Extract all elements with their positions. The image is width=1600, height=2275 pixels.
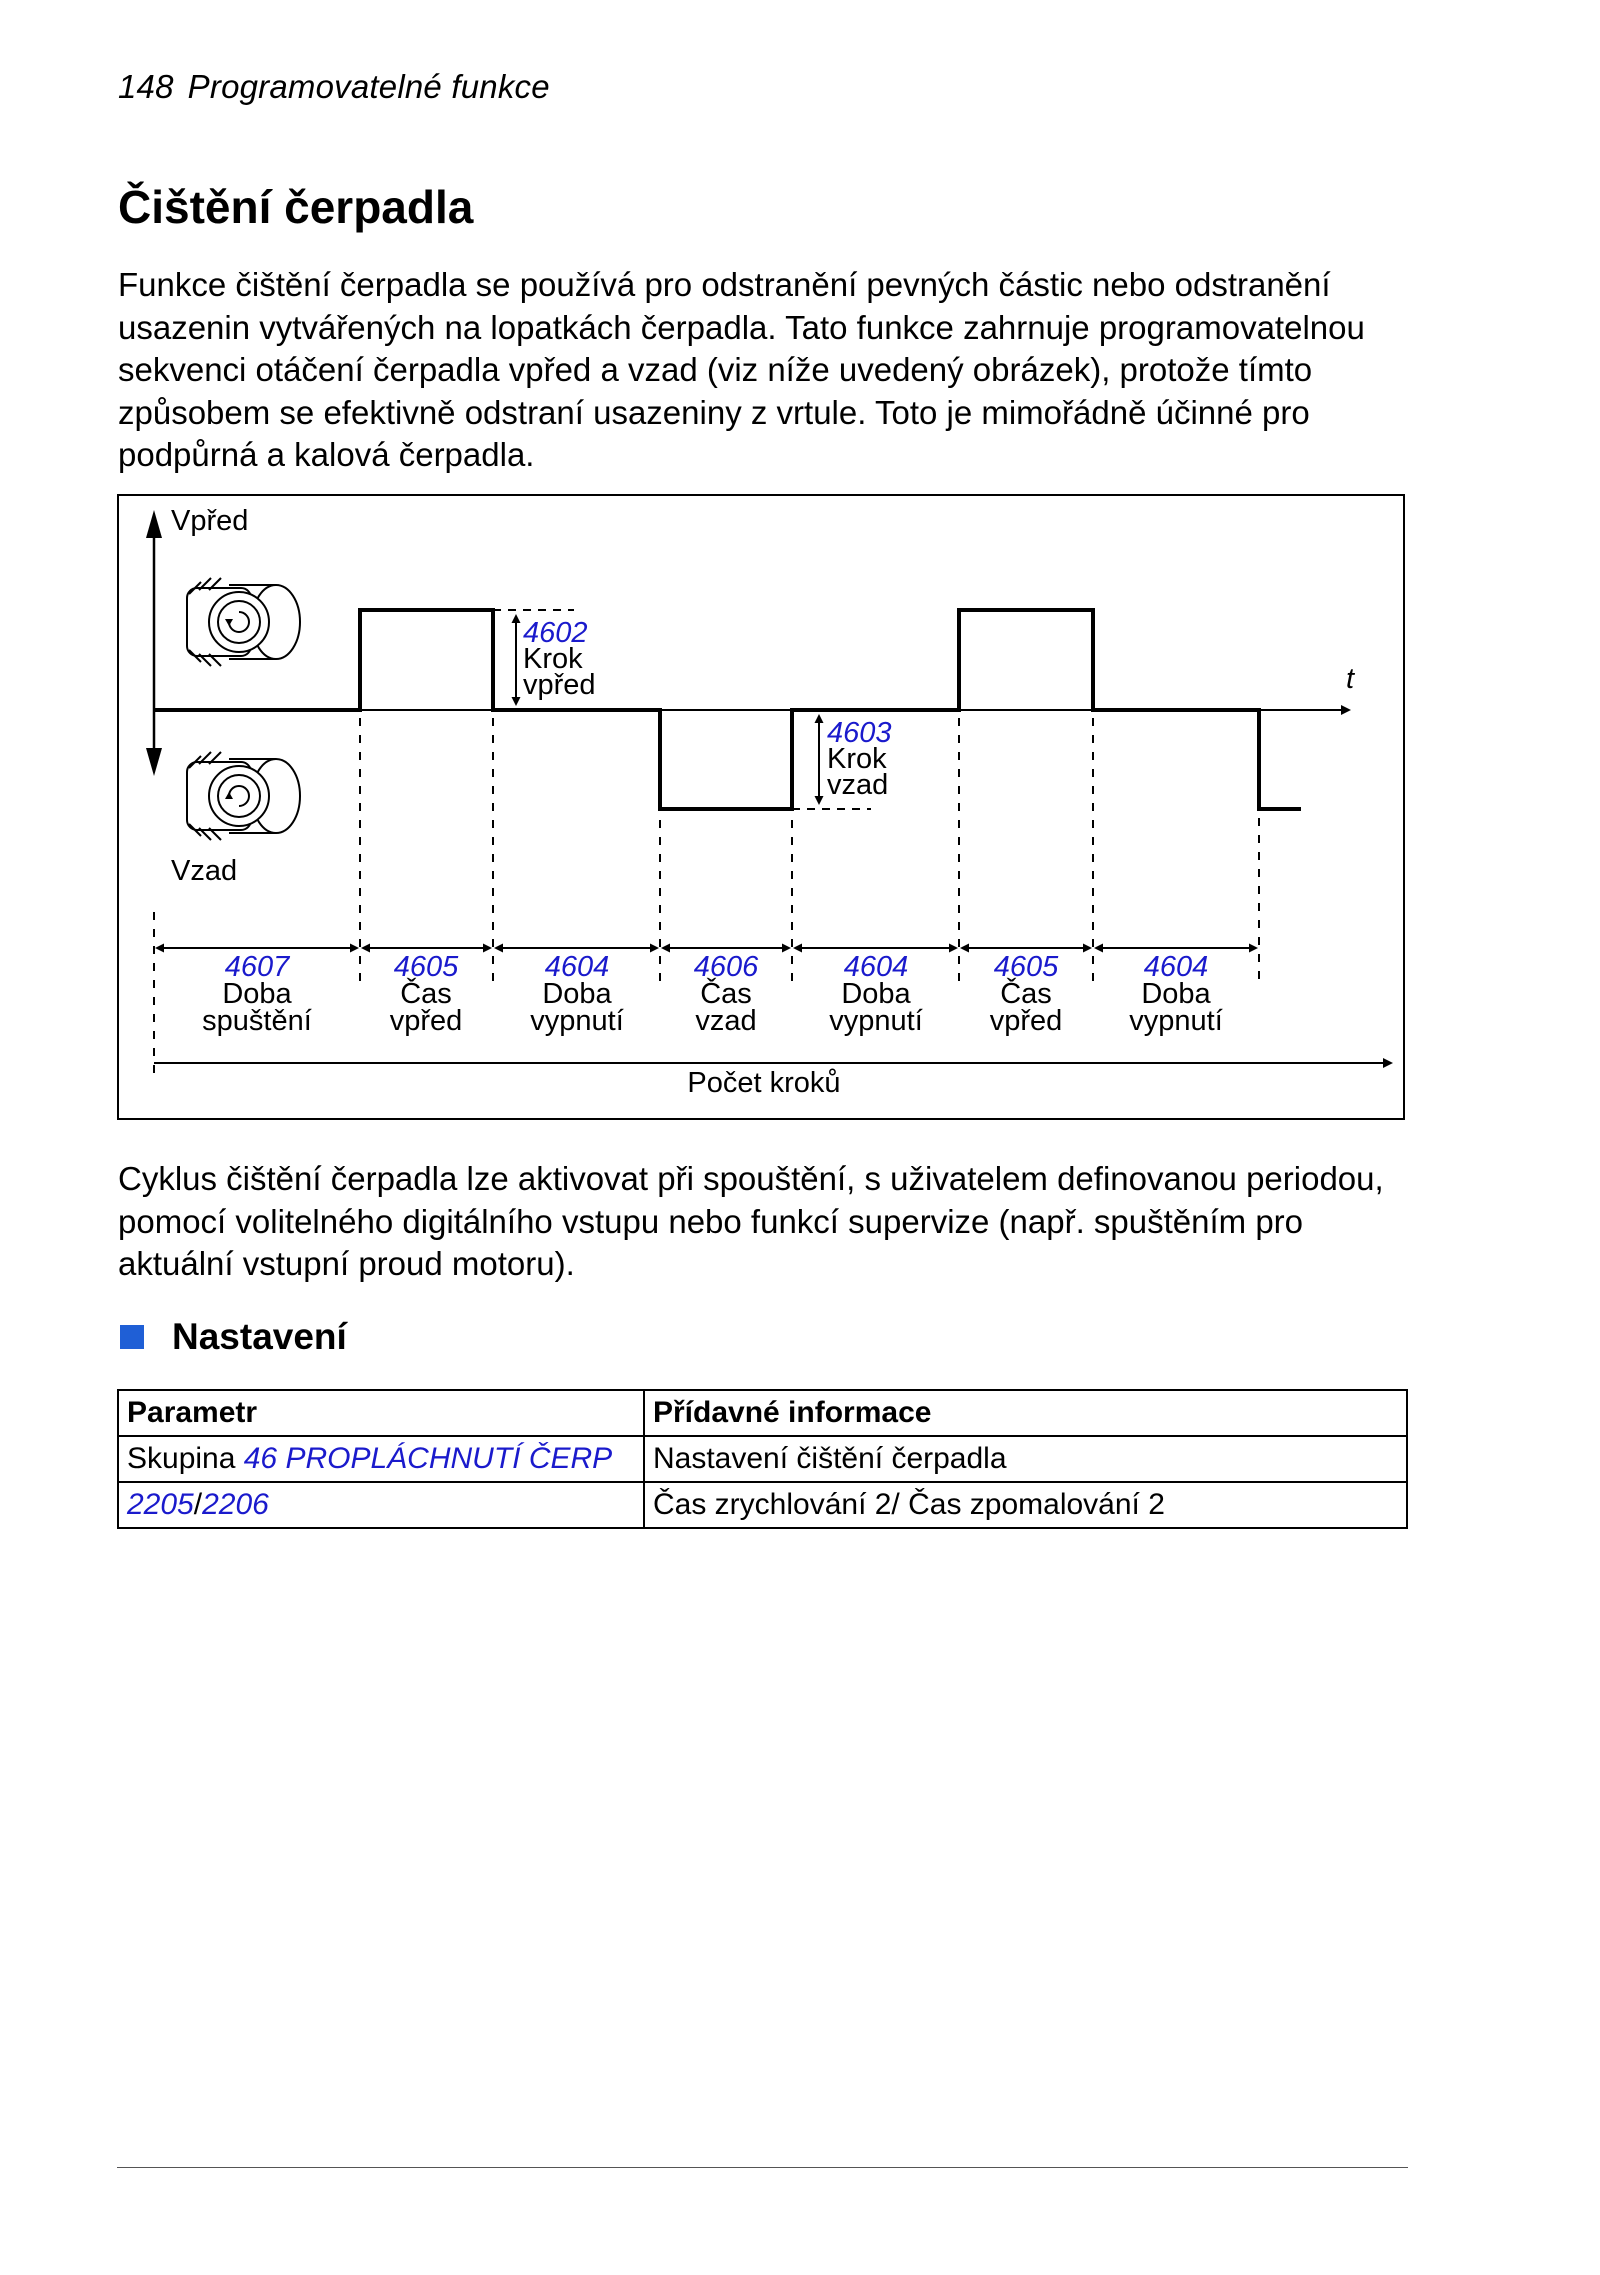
interval-label-2: vpřed [990,1005,1063,1037]
reverse-arrow-icon [146,748,162,776]
interval-label-1: Doba [222,978,292,1010]
interval-label-2: vypnutí [530,1005,624,1037]
settings-title: Nastavení [172,1316,347,1357]
step-reverse-code: 4603 [827,717,892,749]
interval-label-2: vypnutí [829,1005,923,1037]
interval-code: 4605 [994,951,1059,983]
interval-label-1: Doba [1141,978,1211,1010]
interval-labels: 4607 Doba spuštění 4605 Čas vpřed 4604 D… [202,951,1223,1037]
interval-label-2: vpřed [390,1005,463,1037]
intro-paragraph: Funkce čištění čerpadla se používá pro o… [118,266,1365,473]
interval-label-2: spuštění [202,1005,312,1037]
table-row: 2205/2206 Čas zrychlování 2/ Čas zpomalo… [117,1481,1408,1529]
interval-label-1: Doba [841,978,911,1010]
parameter-separator: / [193,1488,203,1521]
info-cell: Čas zrychlování 2/ Čas zpomalování 2 [643,1481,1408,1529]
parameter-link[interactable]: 2206 [202,1488,269,1521]
reverse-label: Vzad [171,855,237,887]
table-row: Skupina 46 PROPLÁCHNUTÍ ČERP Nastavení č… [117,1435,1408,1483]
interval-code: 4605 [394,951,459,983]
parameter-link[interactable]: 2205 [127,1488,194,1521]
settings-table: Parametr Přídavné informace Skupina 46 P… [117,1389,1408,1529]
footer-rule [117,2167,1408,2168]
step-forward-label-1: Krok [523,643,583,675]
interval-code: 4606 [694,951,759,983]
interval-dividers [153,718,1260,1078]
parameter-cell: Skupina 46 PROPLÁCHNUTÍ ČERP [117,1435,645,1483]
interval-label-2: vzad [695,1005,756,1037]
group-prefix: Skupina [127,1442,244,1475]
column-header: Parametr [117,1389,645,1437]
interval-code: 4604 [844,951,909,983]
table-header-row: Parametr Přídavné informace [117,1389,1408,1437]
square-bullet-icon [120,1325,144,1349]
settings-heading: Nastavení [120,1316,347,1358]
step-reverse-label-1: Krok [827,743,887,775]
motor-reverse-icon [186,751,301,841]
info-cell: Nastavení čištění čerpadla [643,1435,1408,1483]
interval-label-1: Čas [1000,976,1052,1010]
time-axis-label: t [1346,663,1356,695]
page-number: 148 [118,68,174,105]
page-header: 148 Programovatelné funkce [118,68,550,106]
interval-label-1: Čas [400,976,452,1010]
diagram-svg: Vpřed Vzad [146,505,1393,1099]
interval-label-2: vypnutí [1129,1005,1223,1037]
section-title: Čištění čerpadla [118,181,474,233]
interval-label-1: Doba [542,978,612,1010]
step-reverse-label-2: vzad [827,769,888,801]
forward-label: Vpřed [171,505,248,537]
parameter-cell: 2205/2206 [117,1481,645,1529]
pump-cleaning-diagram: Vpřed Vzad [117,494,1405,1120]
step-count-label: Počet kroků [687,1067,840,1099]
step-forward-code: 4602 [523,617,588,649]
cycle-paragraph: Cyklus čištění čerpadla lze aktivovat př… [118,1160,1384,1282]
running-section-title: Programovatelné funkce [187,68,550,105]
interval-code: 4604 [545,951,610,983]
column-header: Přídavné informace [643,1389,1408,1437]
forward-arrow-icon [146,510,162,538]
motor-forward-icon [186,577,301,667]
interval-label-1: Čas [700,976,752,1010]
parameter-group-link[interactable]: 46 PROPLÁCHNUTÍ ČERP [243,1442,613,1475]
interval-code: 4607 [225,951,291,983]
interval-code: 4604 [1144,951,1209,983]
step-forward-label-2: vpřed [523,669,596,701]
